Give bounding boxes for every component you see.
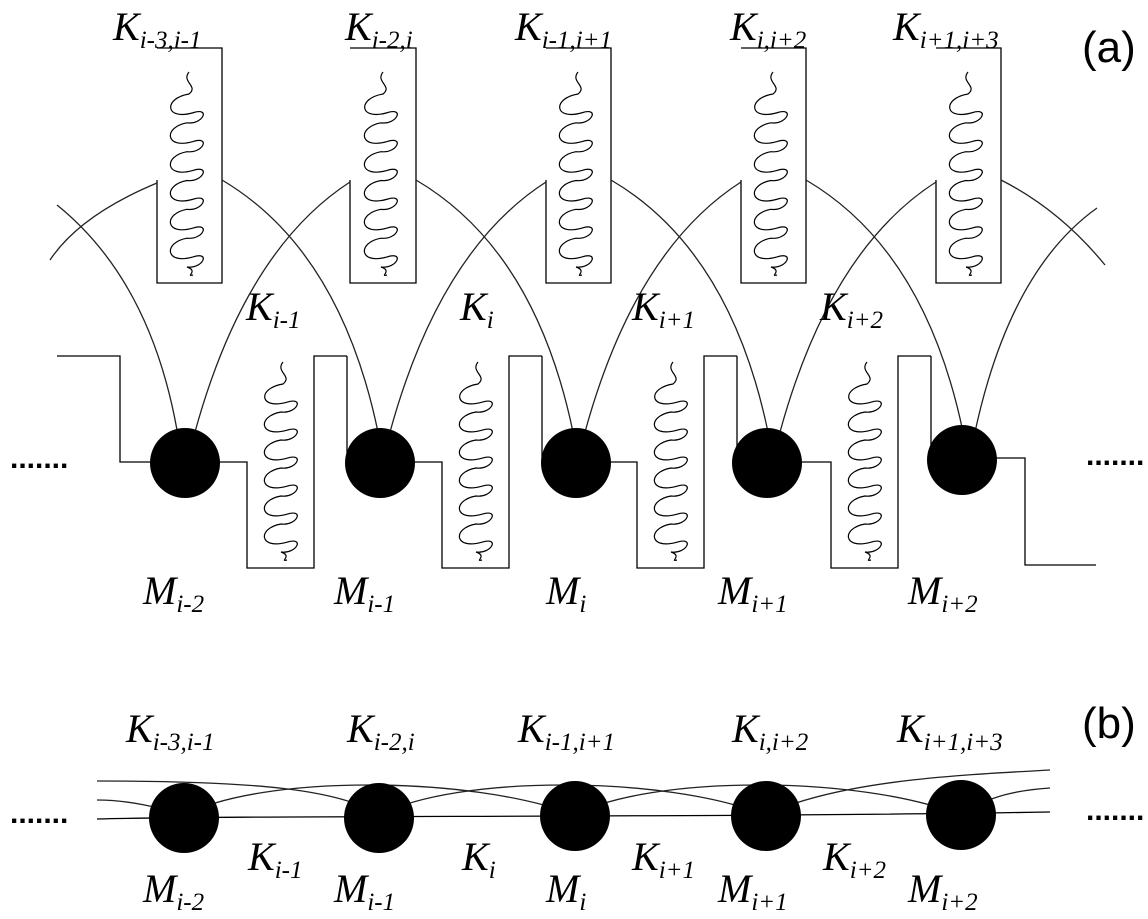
label-b-k-long-5: Ki+1,i+3 [896,706,1003,756]
arc-bracket4-to-m5 [805,179,964,433]
label-b-mass-5: Mi+2 [907,866,978,916]
arc-m3-to-bracket4 [584,181,742,433]
step-wire-2 [409,355,542,569]
label-a-k-long-3: Ki-1,i+1 [514,4,612,54]
label-b-k-short-3: Ki+1 [631,834,695,884]
step-wire-4 [799,355,931,569]
mass-b-4 [731,781,801,851]
short-spring-coil-3 [653,361,688,561]
arc-bracket1-left [49,182,158,261]
panel-a: (a) [10,4,1144,618]
step-wire-3 [604,355,737,569]
label-a-k-long-2: Ki-2,i [344,4,413,54]
label-a-k-short-1: Ki-1 [245,284,300,334]
label-a-k-short-4: Ki+2 [819,284,883,334]
label-a-mass-5: Mi+2 [907,568,978,618]
label-b-mass-3: Mi [545,866,586,916]
arc-m1-to-bracket2 [194,181,351,433]
short-spring-coil-4 [847,361,882,561]
panel-b-tag: (b) [1082,699,1136,748]
label-a-mass-4: Mi+1 [717,568,788,618]
arc-bracket1-to-m2 [221,179,379,433]
panel-a-short-spring-coils [263,361,882,561]
label-a-mass-2: Mi-1 [333,568,395,618]
panel-a-arcs [49,179,1106,433]
label-a-mass-1: Mi-2 [142,568,204,618]
arc-m2-to-bracket3 [389,181,547,433]
ellipsis-a-right: ....... [1086,439,1144,472]
panel-a-long-spring-brackets [156,47,1002,284]
label-b-k-long-4: Ki,i+2 [731,706,808,756]
ellipsis-b-left: ....... [10,797,68,830]
panel-b-masses [149,780,996,853]
long-spring-coil-1 [169,71,204,276]
long-spring-coil-4 [753,71,788,276]
mass-b-2 [344,783,414,853]
label-b-mass-1: Mi-2 [142,866,204,916]
mass-a-5 [927,425,997,495]
long-spring-bracket-2 [349,47,417,284]
mass-a-2 [345,428,415,498]
arc-m5-right [974,207,1098,433]
arc-bracket3-to-m4 [610,179,769,433]
ellipsis-b-right: ....... [1086,794,1144,827]
label-b-k-short-4: Ki+2 [822,834,886,884]
mass-b-5 [926,780,996,850]
mass-b-1 [149,783,219,853]
label-a-k-long-1: Ki-3,i-1 [112,4,201,54]
label-b-mass-4: Mi+1 [717,866,788,916]
panel-a-tag: (a) [1082,23,1136,72]
label-a-k-short-2: Ki [459,284,494,334]
label-b-k-long-2: Ki-2,i [346,706,415,756]
panel-a-long-spring-coils [169,71,983,276]
long-spring-coil-5 [948,71,983,276]
label-b-k-long-3: Ki-1,i+1 [517,706,615,756]
label-b-k-short-2: Ki [461,834,496,884]
short-spring-coil-1 [263,361,298,561]
panel-a-step-wires [57,355,1096,569]
label-b-mass-2: Mi-1 [333,866,395,916]
mass-a-4 [732,428,802,498]
long-spring-bracket-5 [935,47,1002,284]
mass-b-3 [540,781,610,851]
b-arc-5 [764,769,1051,816]
short-spring-coil-2 [458,361,493,561]
label-b-k-short-1: Ki-1 [247,834,302,884]
arc-m4-to-bracket5 [779,181,937,433]
arc-bracket2-to-m3 [415,179,574,433]
label-a-k-long-4: Ki,i+2 [729,4,806,54]
long-spring-coil-2 [363,71,398,276]
long-spring-bracket-3 [545,47,612,284]
mass-a-3 [541,428,611,498]
long-spring-coil-3 [558,71,593,276]
label-a-k-short-3: Ki+1 [631,284,695,334]
label-b-k-long-1: Ki-3,i-1 [125,706,214,756]
label-a-mass-3: Mi [545,568,586,618]
panel-b: (b) ....... ....... Ki-3,i-1 Ki-2,i Ki-1… [10,699,1144,916]
mass-a-1 [150,428,220,498]
step-wire-right [994,457,1096,566]
ellipsis-a-left: ....... [10,442,68,475]
arc-left-edge [56,204,178,431]
step-wire-1 [214,355,347,569]
arc-bracket5-right [1000,179,1106,266]
long-spring-bracket-1 [156,47,223,284]
step-wire-left [57,355,152,463]
label-a-k-long-5: Ki+1,i+3 [892,4,999,54]
long-spring-bracket-4 [740,47,807,284]
panel-a-masses [150,425,997,498]
